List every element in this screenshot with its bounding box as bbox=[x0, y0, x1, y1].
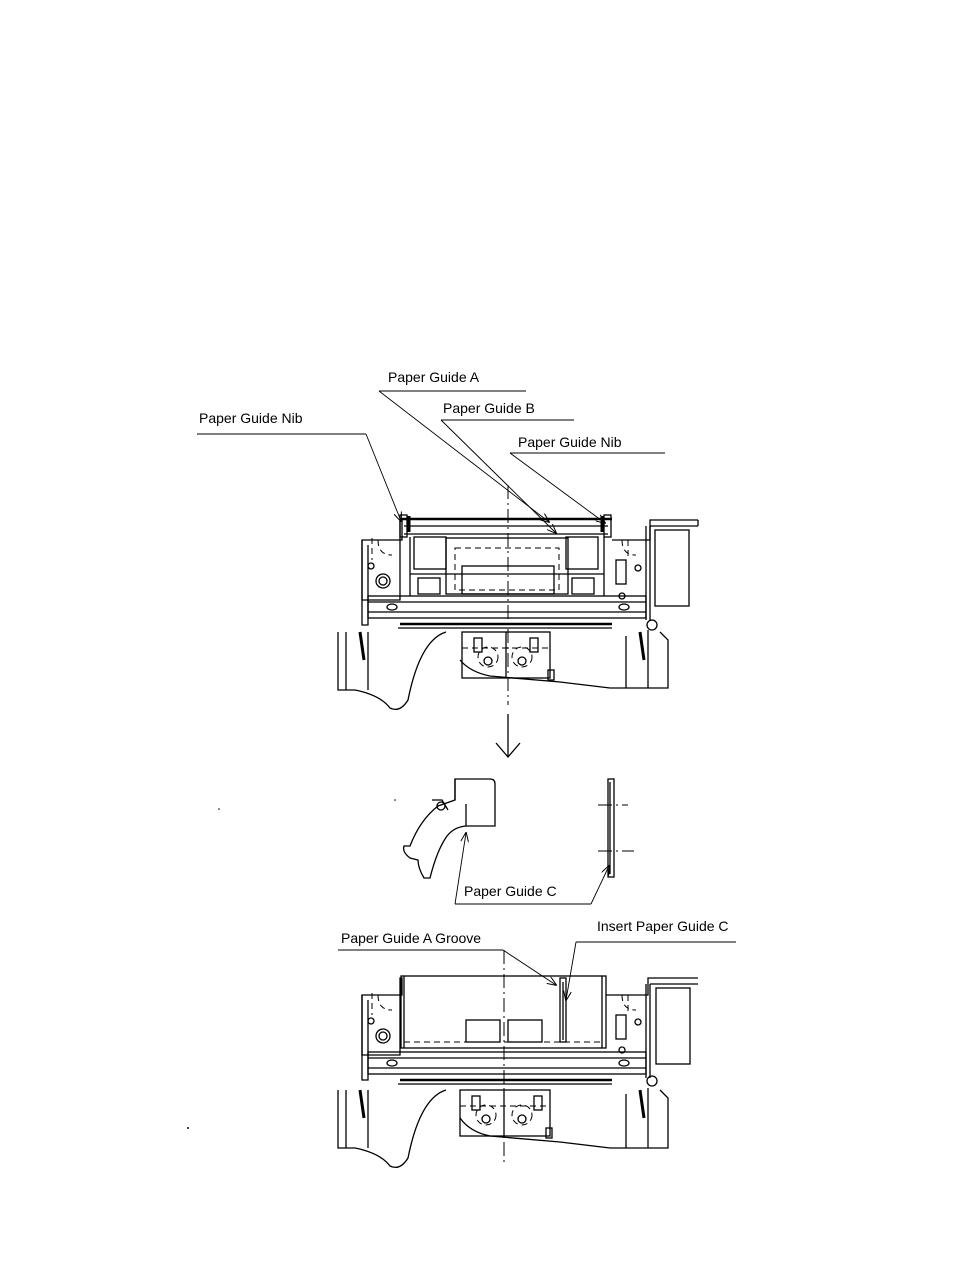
scan-speck bbox=[218, 808, 220, 810]
scan-speck bbox=[187, 1127, 189, 1129]
scan-speck bbox=[394, 799, 396, 801]
label-insert-paper-guide-c: Insert Paper Guide C bbox=[597, 918, 729, 934]
down-arrow-icon bbox=[495, 714, 521, 758]
paper-guide-c-label-group: Paper Guide C bbox=[454, 833, 609, 905]
bottom-assembly bbox=[337, 950, 698, 1169]
bottom-labels: Paper Guide A Groove Insert Paper Guide … bbox=[338, 918, 736, 1000]
label-paper-guide-nib-right: Paper Guide Nib bbox=[518, 434, 622, 450]
label-paper-guide-c: Paper Guide C bbox=[464, 883, 557, 899]
label-paper-guide-b: Paper Guide B bbox=[443, 400, 535, 416]
top-assembly bbox=[337, 485, 699, 711]
label-paper-guide-a: Paper Guide A bbox=[388, 369, 480, 385]
paper-guide-c-part bbox=[402, 778, 634, 879]
top-labels: Paper Guide A Paper Guide B Paper Guide … bbox=[197, 369, 665, 533]
label-paper-guide-nib-left: Paper Guide Nib bbox=[199, 410, 303, 426]
label-paper-guide-a-groove: Paper Guide A Groove bbox=[341, 930, 481, 946]
